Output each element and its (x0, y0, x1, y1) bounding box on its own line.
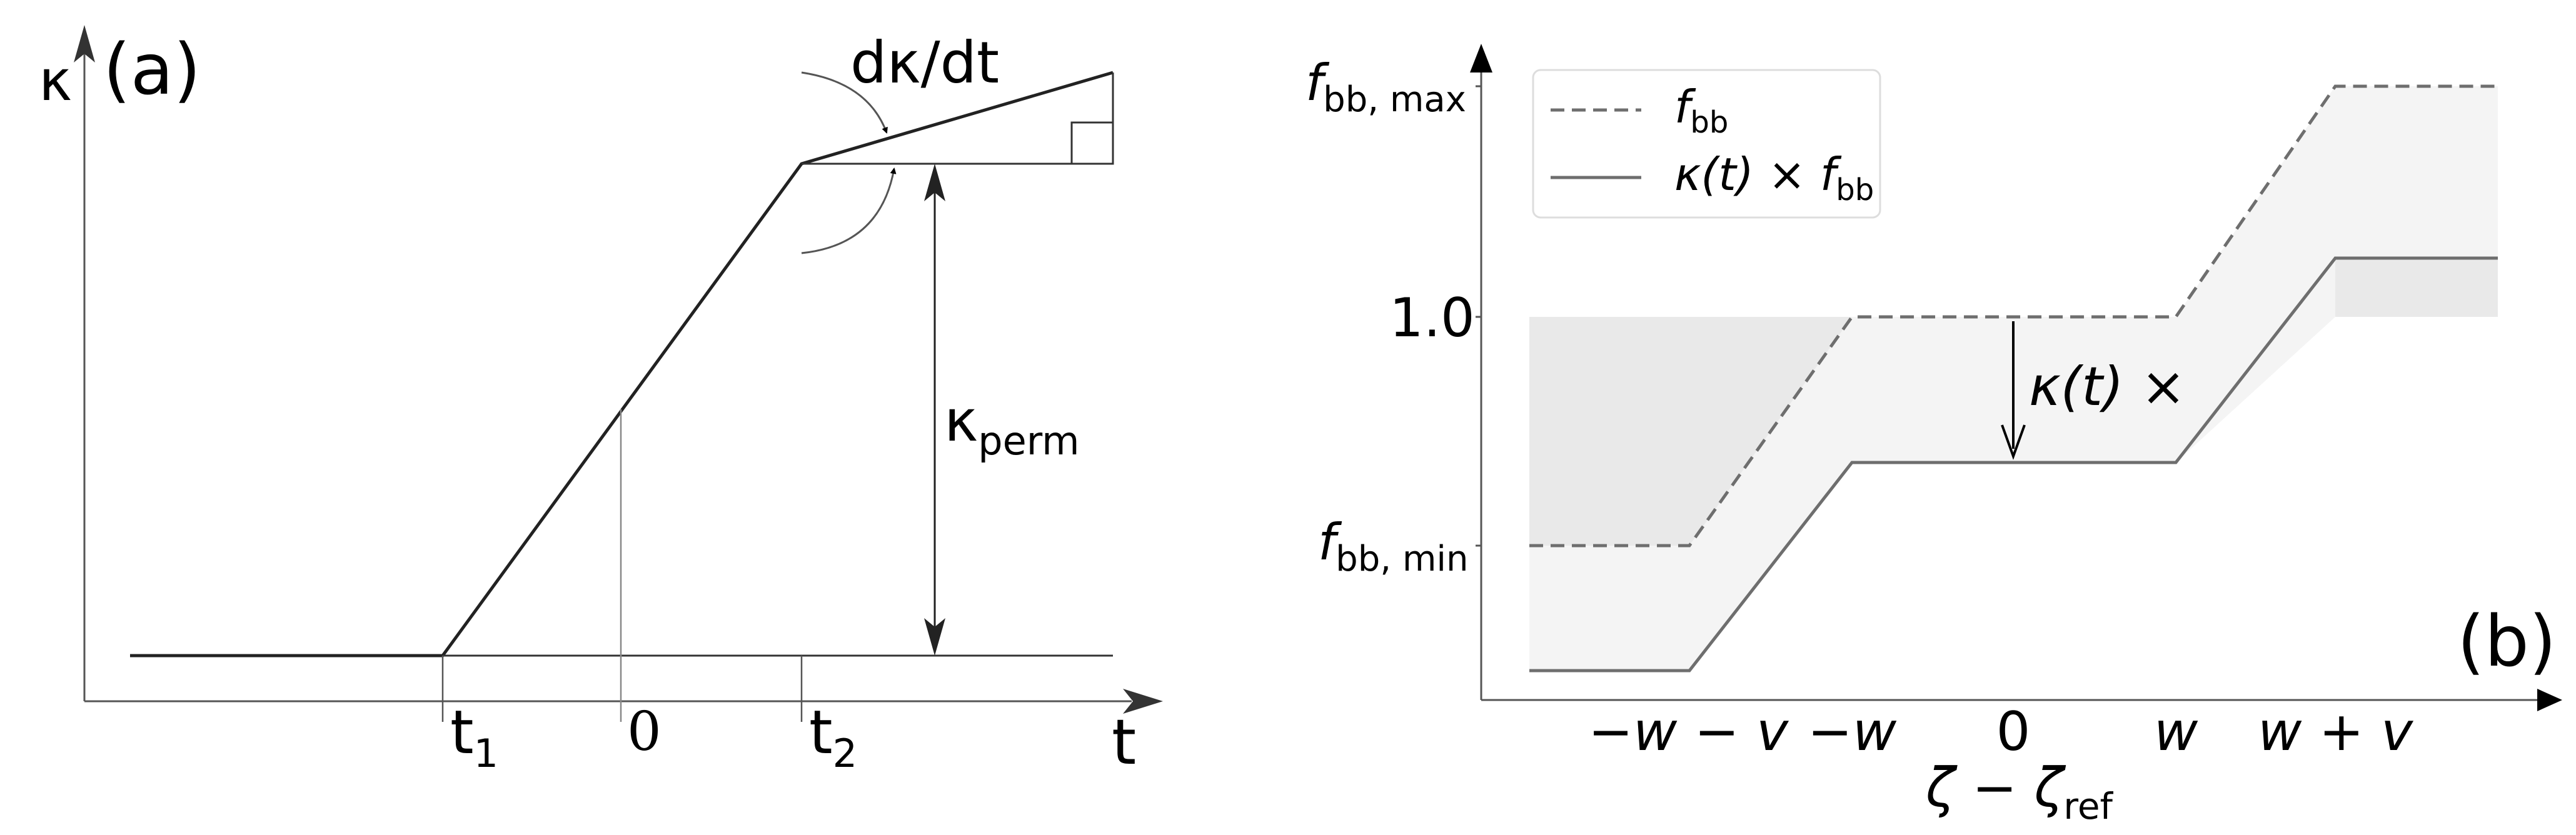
panel-b-x-axis-arrowhead (2537, 689, 2562, 711)
kappa-fbb-solid-curve (1529, 256, 2498, 672)
legend-label-kappa-fbb: κ(t) × fbb (1674, 148, 1874, 208)
shade-dark-right (2335, 258, 2498, 317)
panel-a-tag: (a) (103, 29, 201, 111)
panel-a-x-axis-label: t (1112, 706, 1136, 779)
right-angle-marker (1070, 121, 1114, 165)
panel-a-y-axis-label: κ (39, 48, 72, 114)
panel-a-x-axis-arrowhead (1123, 689, 1163, 714)
y-label-fbb-max: fbb, max (1306, 54, 1466, 120)
kappa-perm-arrowhead-top (924, 164, 945, 201)
tick-label-0: 0 (627, 701, 662, 763)
slope-arrow-lower (801, 168, 897, 254)
fbb-dashed-curve (1529, 84, 2498, 548)
panel-b-x-axis-label: ζ − ζref (1925, 757, 2114, 828)
kappa-times-arrowhead (2001, 424, 2026, 460)
x-label-neg-w-minus-v: −w − v (1588, 701, 1789, 763)
x-label-neg-w: −w (1808, 701, 1897, 763)
x-label-zero: 0 (1996, 701, 2031, 763)
kappa-perm-arrowhead-bottom (924, 618, 945, 656)
legend: fbb κ(t) × fbb (1532, 69, 1881, 219)
slope-arrow-upper (801, 71, 888, 134)
x-label-w-plus-v: w + v (2258, 701, 2413, 763)
legend-box (1532, 69, 1881, 219)
panel-b: fbb κ(t) × fbb fbb, max 1.0 fbb, min −w … (1306, 44, 2562, 828)
kappa-times-label: κ(t) × (2029, 356, 2186, 418)
panel-a: (a) κ t t1 0 t2 dκ/dt κperm (39, 25, 1163, 779)
tick-label-t1: t1 (450, 698, 498, 776)
y-label-fbb-min: fbb, min (1318, 513, 1468, 579)
panel-b-tag: (b) (2457, 601, 2556, 682)
panel-b-y-axis-arrowhead (1470, 44, 1492, 72)
y-label-one: 1.0 (1389, 287, 1475, 349)
panel-a-y-axis-arrowhead (74, 25, 95, 62)
shade-dark-left (1529, 317, 1852, 546)
kappa-perm-label: κperm (944, 388, 1080, 464)
x-label-w: w (2154, 701, 2198, 763)
tick-label-t2: t2 (809, 698, 857, 776)
slope-label: dκ/dt (850, 29, 999, 96)
kappa-curve (130, 71, 1114, 658)
